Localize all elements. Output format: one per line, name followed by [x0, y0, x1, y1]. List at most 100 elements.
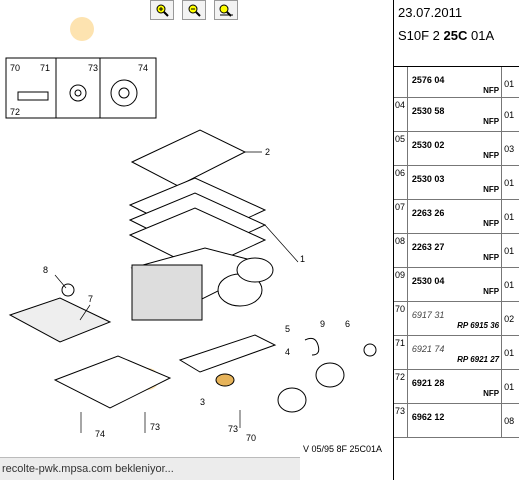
part-ref[interactable]: 2530 03 — [411, 174, 445, 184]
status-bar: recolte-pwk.mpsa.com bekleniyor... — [0, 457, 300, 480]
callout: 74 — [138, 63, 148, 73]
part-note: RP 6921 27 — [457, 355, 500, 364]
exploded-diagram: 70 71 72 73 74 2 1 8 7 9 6 5 4 3 73 70 7… — [0, 0, 383, 480]
line-number: 73 — [394, 404, 408, 437]
zoom-in-button[interactable] — [150, 0, 174, 20]
line-number: 72 — [394, 370, 408, 403]
callout: 74 — [95, 429, 105, 439]
callout: 3 — [200, 397, 205, 407]
part-ref[interactable]: 6921 28 — [411, 378, 445, 388]
line-number: 08 — [394, 234, 408, 267]
part-note: NFP — [483, 185, 500, 194]
callout: 70 — [246, 433, 256, 443]
gasket — [53, 355, 172, 409]
callout: 5 — [285, 324, 290, 334]
qty: 01 — [504, 178, 515, 188]
callout: 7 — [88, 294, 93, 304]
part-cell[interactable]: 2530 02 NFP — [408, 132, 503, 165]
part-cell[interactable]: 2263 27 NFP — [408, 234, 503, 267]
panel-header: 23.07.2011 S10F 2 25C 01A — [394, 5, 519, 67]
qty: 01 — [504, 280, 515, 290]
callout: 73 — [88, 63, 98, 73]
parts-panel: 23.07.2011 S10F 2 25C 01A 2576 04 NFP 01 04… — [393, 0, 519, 480]
callout: 73 — [228, 424, 238, 434]
part-ref[interactable]: 6917 31 — [411, 310, 445, 320]
callout: 71 — [40, 63, 50, 73]
line-number: 05 — [394, 132, 408, 165]
date-label: 23.07.2011 — [398, 5, 463, 20]
part-cell[interactable]: 6917 31 RP 6915 36 — [408, 302, 503, 335]
part-ref[interactable]: 2576 04 — [411, 75, 445, 85]
part-ref[interactable]: 2530 04 — [411, 276, 445, 286]
diagram-code: V 05/95 8F 25C01A — [303, 444, 382, 454]
line-number — [394, 67, 408, 97]
line-number: 04 — [394, 98, 408, 131]
qty: 01 — [504, 348, 515, 358]
part-cell[interactable]: 6921 74 RP 6921 27 — [408, 336, 503, 369]
callout: 9 — [320, 319, 325, 329]
part-cell[interactable]: 6962 12 — [408, 404, 503, 437]
part-note: NFP — [483, 117, 500, 126]
part-note: RP 6915 36 — [457, 321, 500, 330]
line-number: 07 — [394, 200, 408, 233]
zoom-in-icon — [156, 4, 169, 17]
part-note: NFP — [483, 219, 500, 228]
part-note: NFP — [483, 389, 500, 398]
fastener-box — [5, 57, 157, 119]
highlight-marker — [70, 17, 94, 41]
line-number: 70 — [394, 302, 408, 335]
part-cell[interactable]: 2263 26 NFP — [408, 200, 503, 233]
status-text: recolte-pwk.mpsa.com bekleniyor... — [2, 463, 174, 475]
qty: 03 — [504, 144, 515, 154]
part-cell[interactable]: 6921 28 NFP — [408, 370, 503, 403]
qty: 01 — [504, 212, 515, 222]
qty: 01 — [504, 246, 515, 256]
part-note: NFP — [483, 151, 500, 160]
callout: 73 — [150, 422, 160, 432]
part-note: NFP — [483, 253, 500, 262]
qty: 01 — [504, 382, 515, 392]
zoom-toolbar — [150, 0, 242, 20]
zoom-out-icon — [188, 4, 201, 17]
filter — [8, 297, 112, 343]
part-ref[interactable]: 2530 58 — [411, 106, 445, 116]
part-ref[interactable]: 2263 26 — [411, 208, 445, 218]
part-cell[interactable]: 2576 04 NFP — [408, 67, 503, 97]
parts-row[interactable]: 2576 04 NFP 01 — [394, 67, 519, 98]
callout: 8 — [43, 265, 48, 275]
part-ref[interactable]: 2263 27 — [411, 242, 445, 252]
callout: 6 — [345, 319, 350, 329]
qty: 01 — [504, 79, 515, 89]
part-note: NFP — [483, 86, 500, 95]
part-ref[interactable]: 2530 02 — [411, 140, 445, 150]
callout: 70 — [10, 63, 20, 73]
part-ref[interactable]: 6921 74 — [411, 344, 445, 354]
callout: 2 — [265, 147, 270, 157]
zoom-drag-button[interactable] — [214, 0, 238, 20]
line-number: 71 — [394, 336, 408, 369]
part-cell[interactable]: 2530 58 NFP — [408, 98, 503, 131]
zoom-drag-icon — [219, 4, 233, 17]
qty: 02 — [504, 314, 515, 324]
callout: 4 — [285, 347, 290, 357]
callout: 1 — [300, 254, 305, 264]
part-cell[interactable]: 2530 03 NFP — [408, 166, 503, 199]
model-label: S10F 2 25C 01A — [398, 28, 495, 43]
qty: 08 — [504, 416, 515, 426]
callout: 72 — [10, 107, 20, 117]
zoom-out-button[interactable] — [182, 0, 206, 20]
diagram-canvas: 70 71 72 73 74 2 1 8 7 9 6 5 4 3 73 70 7… — [5, 17, 382, 454]
part-ref[interactable]: 6962 12 — [411, 412, 445, 422]
